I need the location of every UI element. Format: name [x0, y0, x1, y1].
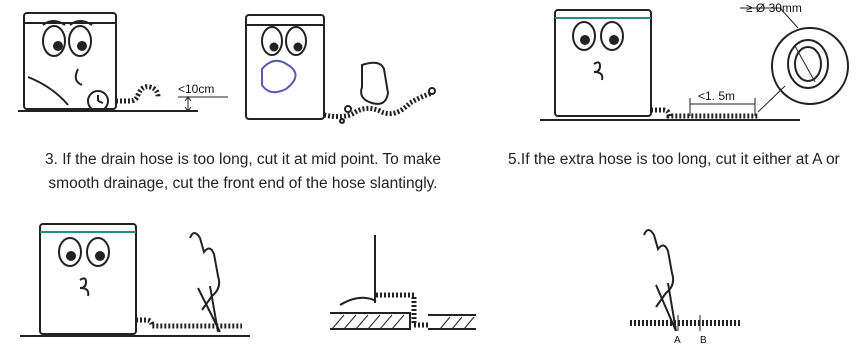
- figure-hose-length: <1. 5m ≥ Ø 30mm: [540, 0, 863, 130]
- step3-caption: 3. If the drain hose is too long, cut it…: [18, 148, 468, 196]
- hand-icon: [190, 233, 219, 310]
- cut-point-a-label: A: [674, 335, 681, 345]
- foot-icon: [361, 63, 388, 104]
- cut-point-b-label: B: [700, 335, 707, 345]
- washer-body: [246, 15, 324, 119]
- drain-hose: [116, 87, 158, 101]
- hand-icon: [644, 230, 673, 307]
- figure-hose-stepped: [232, 5, 467, 137]
- figure-standpipe: [300, 225, 485, 335]
- drain-hose: [651, 110, 759, 116]
- length-limit-label: <1. 5m: [698, 89, 735, 103]
- washer-body: [24, 13, 116, 109]
- diameter-label: ≥ Ø 30mm: [746, 1, 802, 15]
- figure-cut-hose: [20, 218, 265, 345]
- washer-body: [40, 224, 136, 334]
- drain-hose: [136, 320, 242, 326]
- height-limit-label: <10cm: [178, 82, 214, 96]
- step3-line1: 3. If the drain hose is too long, cut it…: [18, 148, 468, 172]
- step5-caption: 5.If the extra hose is too long, cut it …: [508, 148, 840, 172]
- washer-body: [555, 10, 651, 116]
- figure-height-limit: <10cm: [18, 5, 236, 123]
- figure-cut-a-b: A B: [620, 215, 770, 345]
- step3-line2: smooth drainage, cut the front end of th…: [18, 172, 468, 196]
- drain-hose: [376, 295, 428, 325]
- eye-icon: [43, 26, 65, 56]
